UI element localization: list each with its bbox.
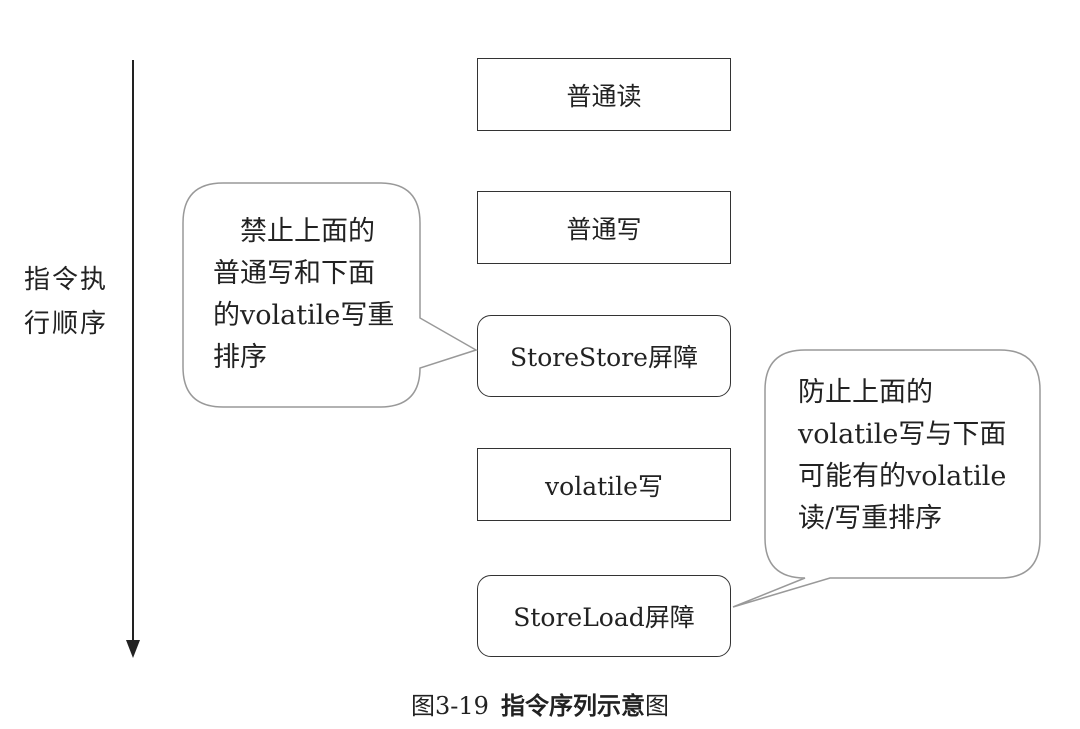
figure-caption: 图3-19 指令序列示意图 bbox=[0, 686, 1080, 721]
axis-label: 指令执 行顺序 bbox=[24, 265, 109, 339]
storeload-callout-text: 防止上面的 volatile写与下面 可能有的volatile 读/写重排序 bbox=[798, 377, 1007, 534]
step-normal-read: 普通读 bbox=[477, 58, 731, 131]
step-normal-write: 普通写 bbox=[477, 191, 731, 264]
storestore-callout-text: 禁止上面的 普通写和下面 的volatile写重 排序 bbox=[213, 216, 395, 373]
storestore-callout-bubble bbox=[182, 182, 478, 408]
step-storestore-barrier: StoreStore屏障 bbox=[477, 315, 731, 397]
figure-title: 指令序列示意 bbox=[500, 692, 645, 720]
storeload-callout-bubble bbox=[732, 349, 1041, 608]
figure-number: 图3-19 bbox=[411, 692, 489, 720]
figure-title-suffix: 图 bbox=[644, 692, 669, 720]
step-storeload-barrier: StoreLoad屏障 bbox=[477, 575, 731, 657]
step-volatile-write: volatile写 bbox=[477, 448, 731, 521]
